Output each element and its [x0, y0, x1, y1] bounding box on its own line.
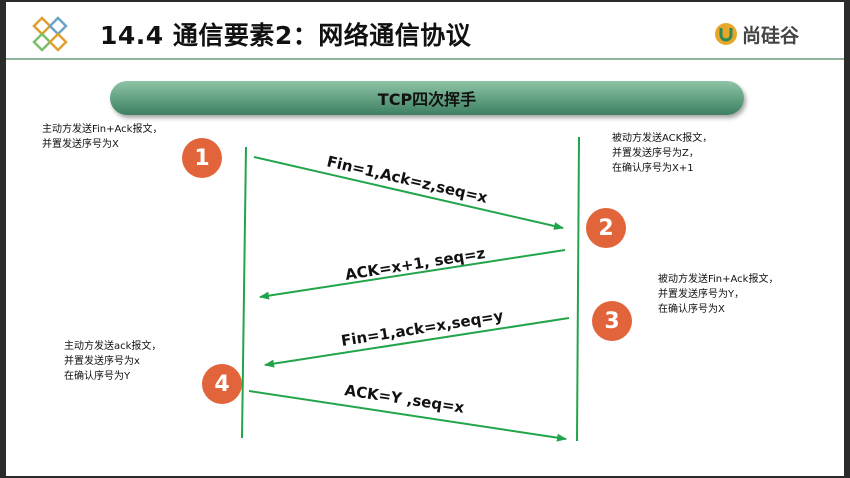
message-4: ACK=Y ,seq=x — [343, 381, 465, 417]
header-divider — [6, 58, 844, 60]
arrow-2 — [259, 249, 566, 300]
arrow-4 — [248, 390, 567, 442]
brand-logo: 尚硅谷 — [714, 19, 799, 49]
brand-name: 尚硅谷 — [742, 24, 800, 47]
arrow-3 — [264, 317, 570, 368]
slide: 14.4 通信要素2：网络通信协议 尚硅谷 TCP四次挥手 Fin=1,Ack=… — [6, 2, 844, 476]
step-badge-3: 3 — [592, 301, 632, 341]
slide-header: 14.4 通信要素2：网络通信协议 尚硅谷 — [6, 2, 844, 58]
page-title: 14.4 通信要素2：网络通信协议 — [100, 21, 472, 50]
server-timeline — [576, 136, 580, 442]
section-banner: TCP四次挥手 — [110, 81, 744, 115]
message-2: ACK=x+1, seq=z — [344, 244, 487, 284]
message-3: Fin=1,ack=x,seq=y — [340, 307, 505, 350]
step-badge-4: 4 — [202, 364, 242, 404]
diamond-logo-icon — [32, 16, 68, 52]
step-badge-1: 1 — [182, 138, 222, 178]
step-badge-2: 2 — [586, 208, 626, 248]
note-step-4: 主动方发送ack报文， 并置发送序号为x 在确认序号为Y — [64, 341, 162, 382]
handshake-diagram: Fin=1,Ack=z,seq=x ACK=x+1, seq=z Fin=1,a… — [241, 136, 580, 442]
client-timeline — [241, 146, 247, 439]
note-step-3: 被动方发送Fin+Ack报文， 并置发送序号为Y， 在确认序号为X — [658, 274, 779, 315]
u-logo-icon — [715, 23, 737, 45]
note-step-1: 主动方发送Fin+Ack报文， 并置发送序号为X — [42, 124, 163, 150]
arrow-1 — [253, 156, 564, 230]
note-step-2: 被动方发送ACK报文， 并置发送序号为Z， 在确认序号为X+1 — [612, 133, 713, 174]
banner-label: TCP四次挥手 — [377, 90, 477, 109]
